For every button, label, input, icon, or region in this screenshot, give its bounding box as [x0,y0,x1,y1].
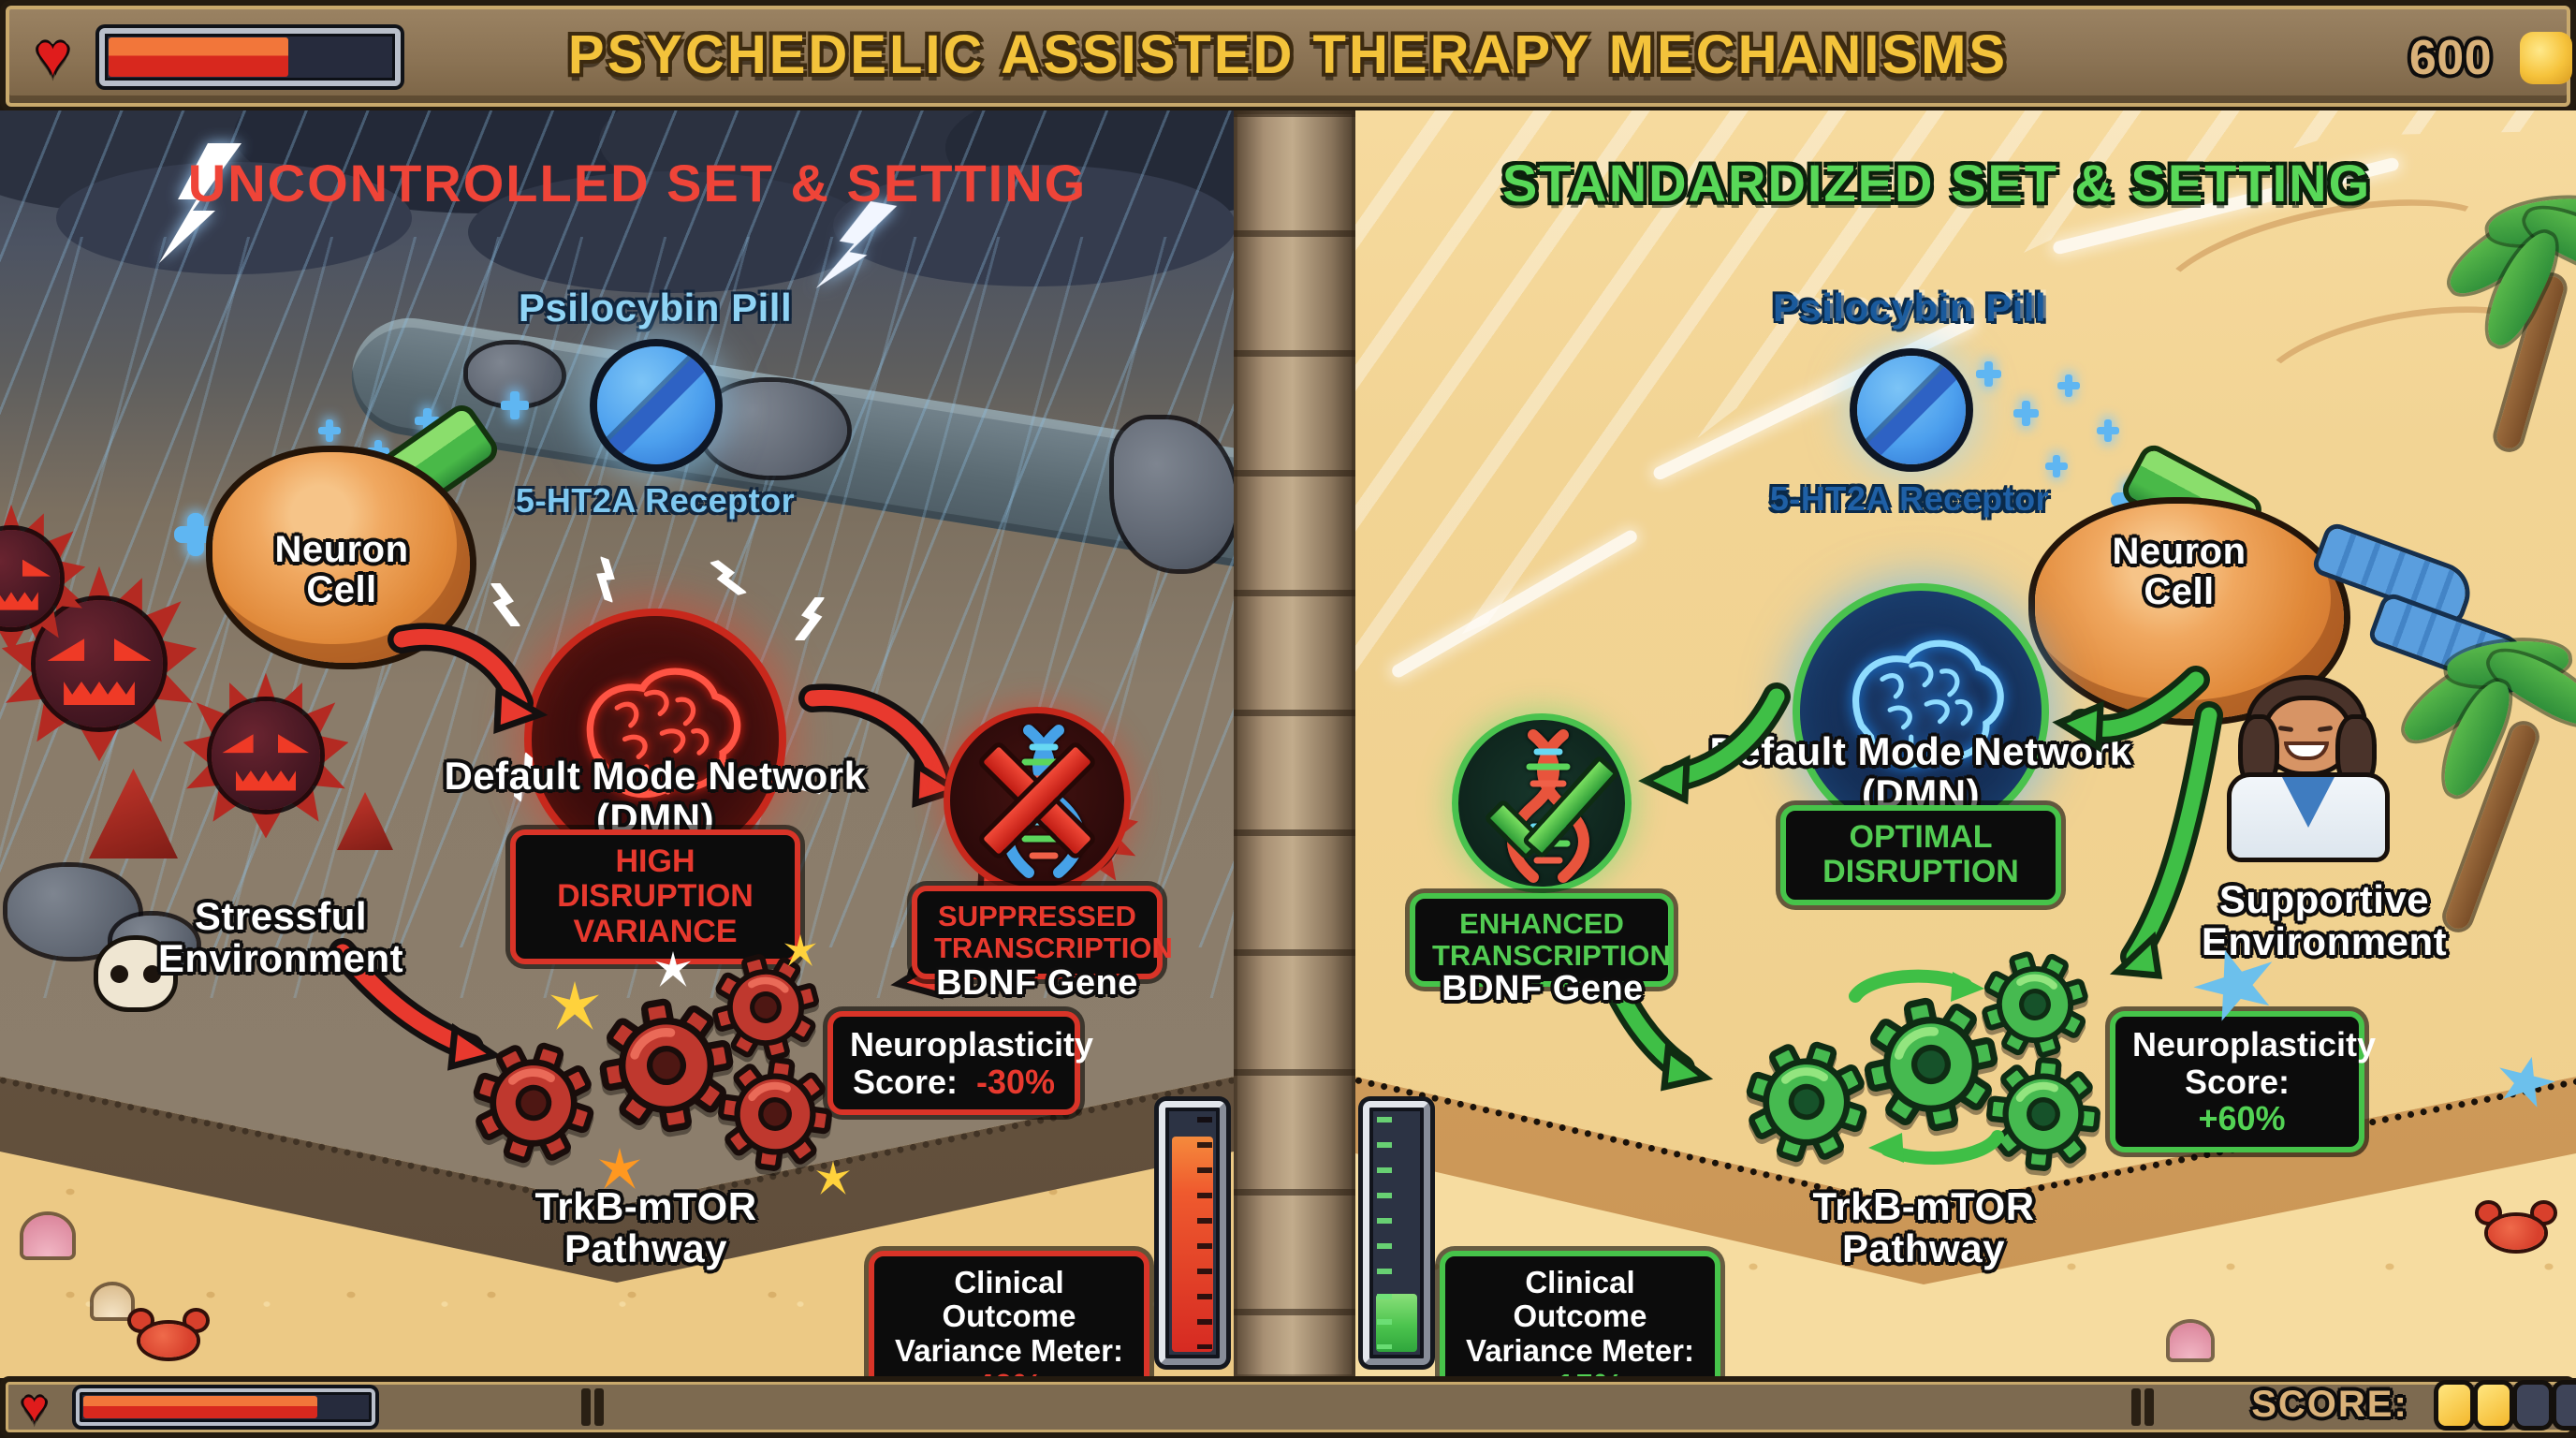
flow-arrow-green [1638,682,1791,805]
right-panel-title: STANDARDIZED SET & SETTING [1501,154,2372,213]
storm-cloud [56,162,412,274]
health-bar-fill [83,1396,317,1418]
gear-red-icon[interactable] [710,1049,841,1180]
crab [131,1309,206,1363]
uncontrolled-panel: UNCONTROLLED SET & SETTING Psilocybin Pi… [0,110,1234,1378]
bottom-hud-bar: ♥ SCORE: [6,1382,2576,1432]
pill-stripe [1857,356,1966,464]
score-slot [2438,1385,2470,1426]
dmn-status-box: HIGH DISRUPTION VARIANCE [510,829,800,965]
receptor-label: 5-HT2A Receptor [515,481,796,520]
pathway-label: TrkB-mTOR Pathway [1812,1184,2035,1271]
pill-stripe [597,346,715,464]
neuro-title: Neuroplasticity [850,1025,1094,1064]
seashell [94,1285,131,1317]
neuro-score-label: Score: [852,1062,958,1101]
clinical-line2: Variance Meter: [1466,1332,1694,1368]
left-panel-title: UNCONTROLLED SET & SETTING [187,154,1088,213]
flow-arrow-red [798,683,965,808]
clinical-line1: Clinical Outcome [1513,1265,1647,1334]
gene-label: BDNF Gene [1442,969,1644,1008]
psilocybin-pill[interactable] [597,346,715,464]
pathway-label: TrkB-mTOR Pathway [534,1184,757,1271]
stress-demon [183,672,349,839]
dmn-optimal[interactable] [1793,583,2049,840]
rotation-arrow-green [1849,969,1984,1003]
clinical-value: <15% VARIANCE [1493,1367,1666,1378]
score-slot [2478,1385,2510,1426]
bdnf-suppressed-circle[interactable] [944,707,1131,894]
transcription-status-box: ENHANCED TRANSCRIPTION [1410,893,1674,988]
score-label: SCORE: [2251,1384,2408,1425]
pill-label: Psilocybin Pill [1772,286,2047,330]
bar-divider [2131,1388,2141,1426]
score-slots [2438,1385,2576,1426]
clinical-line1: Clinical Outcome [942,1265,1076,1334]
dmn-disrupted[interactable] [524,609,786,871]
health-bar[interactable] [76,1388,375,1426]
neuron-label: Neuron Cell [2112,531,2247,613]
health-bar-fill [109,37,289,77]
storm-cloud [833,165,1234,286]
bar-divider [581,1388,591,1426]
health-bar[interactable] [99,28,401,86]
clinical-variance-box: Clinical Outcome Variance Meter: 40% VAR… [869,1251,1149,1378]
variance-meter-right[interactable] [1363,1101,1430,1365]
health-heart-icon: ♥ [36,23,70,88]
score-slot [2556,1385,2576,1426]
therapist [2226,672,2432,897]
storm-cloud [468,171,871,293]
flow-arrow-red [329,938,503,1071]
flow-arrow-green [2052,666,2210,754]
neuro-score-value: -30% [976,1062,1056,1101]
neuro-title: Neuroplasticity [2132,1025,2377,1064]
rock [1114,419,1234,569]
variance-meter-left[interactable] [1159,1101,1226,1365]
pill-label: Psilocybin Pill [518,286,793,330]
stress-demon [0,504,86,653]
health-heart-icon: ♥ [22,1382,48,1431]
clinical-variance-box: Clinical Outcome Variance Meter: <15% VA… [1440,1251,1720,1378]
skull-icon [98,940,173,1007]
page-title: PSYCHEDELIC ASSISTED THERAPY MECHANISMS [567,24,2009,85]
top-hud-bar: ♥ PSYCHEDELIC ASSISTED THERAPY MECHANISM… [6,6,2572,107]
rotation-arrow-green [1868,1130,2004,1165]
neuroplasticity-box: Neuroplasticity Score: -30% [827,1011,1093,1116]
score-slot [2517,1385,2549,1426]
meter-ticks [1377,1117,1392,1349]
meter-ticks [1197,1117,1212,1349]
dmn-status-box: OPTIMAL DISRUPTION [1780,805,2061,905]
gear-red-icon[interactable] [463,1033,604,1173]
flow-arrow-green [2109,701,2223,979]
seashell [23,1215,72,1256]
psilocybin-pill[interactable] [1857,356,1966,464]
neuro-score-value: +60% [2198,1099,2286,1138]
bdnf-enhanced-circle[interactable] [1452,713,1632,893]
standardized-panel: STANDARDIZED SET & SETTING Psilocybin Pi… [1355,110,2576,1378]
crab [2479,1201,2554,1255]
clinical-value: 40% VARIANCE [922,1367,1095,1378]
neuroplasticity-box: Neuroplasticity Score: +60% [2110,1011,2376,1152]
transcription-status-box: SUPPRESSED TRANSCRIPTION [912,886,1173,980]
neuro-score-label: Score: [2184,1062,2291,1101]
rock [702,382,847,476]
flow-arrow-red [388,623,549,735]
neuron-label: Neuron Cell [274,529,409,611]
coin-count: 600 [2408,31,2493,85]
clinical-line2: Variance Meter: [895,1332,1123,1368]
environment-label: Supportive Environment [2201,877,2448,964]
seashell [2170,1323,2211,1358]
gene-label: BDNF Gene [936,963,1138,1003]
stone-divider [1234,110,1355,1378]
environment-label: Stressful Environment [157,894,404,981]
coin-icon [2520,32,2572,84]
receptor-label: 5-HT2A Receptor [1769,479,2050,518]
dmn-label: Default Mode Network (DMN) [1709,729,2132,816]
spark-zap-icon [791,597,828,640]
